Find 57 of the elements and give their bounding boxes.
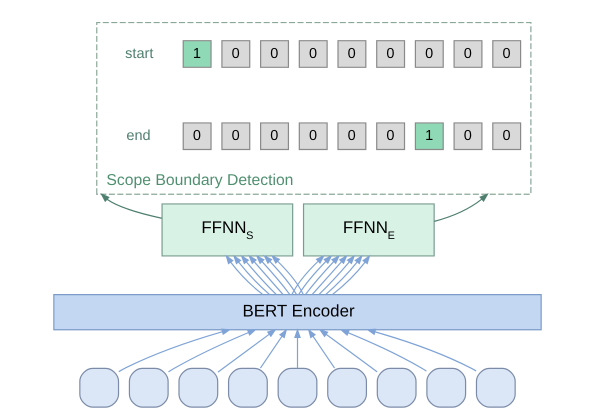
arrow <box>240 254 277 295</box>
node-box <box>376 368 417 408</box>
node-box <box>228 368 268 408</box>
node-box <box>128 368 169 408</box>
label: end <box>126 128 151 144</box>
node-box: 0 <box>492 40 522 68</box>
node-box <box>178 368 218 408</box>
arrow <box>434 193 489 222</box>
arrow <box>318 328 378 372</box>
node-box: 0 <box>298 122 328 150</box>
arrow <box>100 193 162 219</box>
arrow <box>298 254 333 295</box>
arrow <box>312 254 348 295</box>
arrow <box>168 329 258 372</box>
node-box: 0 <box>454 122 483 150</box>
label: start <box>125 46 154 62</box>
node-box: 0 <box>376 122 406 150</box>
node-box: 0 <box>492 122 522 150</box>
node-box: 0 <box>182 122 212 150</box>
arrow <box>366 328 476 372</box>
arrow <box>263 254 297 295</box>
node-box <box>476 368 516 408</box>
arrow <box>218 328 277 373</box>
node-box: 0 <box>376 40 406 68</box>
arrow <box>260 328 288 368</box>
node-box: 0 <box>298 40 328 68</box>
arrow <box>318 254 356 295</box>
arrow <box>256 254 290 295</box>
node-box: 0 <box>414 40 444 68</box>
arrow <box>325 254 363 295</box>
arrow <box>225 254 264 295</box>
arrow <box>340 329 427 372</box>
arrow <box>118 328 232 372</box>
node-box <box>426 368 466 408</box>
arrow <box>232 254 270 295</box>
node-box <box>327 368 368 408</box>
node-box: 0 <box>337 40 366 68</box>
arrow <box>308 328 336 368</box>
arrow <box>248 254 284 295</box>
node-box: 0 <box>454 40 483 68</box>
arrow <box>332 254 370 295</box>
arrow <box>270 254 304 295</box>
node-box: 0 <box>221 122 250 150</box>
node-box <box>79 368 120 408</box>
arrow <box>305 254 340 295</box>
node-box: FFNN$_{E}$ <box>302 203 435 257</box>
node-box: 0 <box>260 40 290 68</box>
node-box: 0 <box>221 40 250 68</box>
node-box: BERT Encoder <box>53 294 542 330</box>
node-box: FFNN$_{S}$ <box>161 203 294 257</box>
node-box <box>278 368 318 408</box>
node-box: 0 <box>337 122 366 150</box>
node-box: 0 <box>260 122 290 150</box>
arrow <box>294 328 301 368</box>
node-box: 1 <box>182 40 212 68</box>
arrow <box>291 254 325 295</box>
node-box: 1 <box>414 122 444 150</box>
